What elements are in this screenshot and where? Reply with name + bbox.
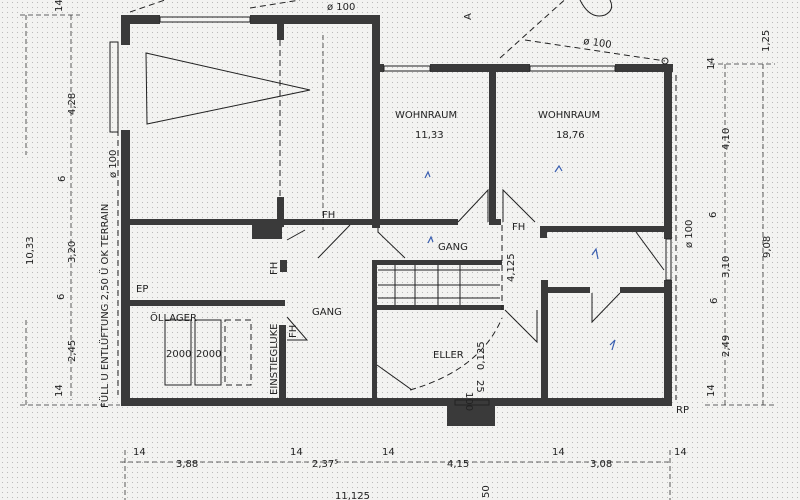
pipes [117,0,677,400]
rp-label: RP [676,405,689,416]
dim-right-t2: 14 [706,384,717,397]
fh-label-1: FH [322,210,335,221]
dim-bottom-extra: 50 [481,485,492,498]
doors [286,188,665,391]
dim-left-j1: 6 [57,176,68,182]
dim-bottom-1: 3,88 [176,459,198,470]
dim-left-total: 10,33 [25,236,36,265]
dim-left-t1: 14 [54,0,65,12]
stair-width-label: 4,125 [506,253,517,282]
pipe-label-top: ø 100 [327,2,355,13]
dim-left-1: 4,28 [67,93,78,115]
dim-left-3: 2,45 [67,340,78,362]
windows [109,16,672,406]
fill-vent-note: FÜLL U ENTLÜFTUNG 2,50 Ü OK TERRAIN [98,204,111,408]
dim-bottom-2: 2,37⁵ [312,459,338,470]
dim-bottom-3: 4,15 [447,459,469,470]
room-label-gang-upper: GANG [438,242,468,253]
slope-label: 0,125 [476,341,487,370]
section-mark: A [463,13,474,20]
fh-label-4: FH [288,325,299,338]
dim-bottom-total: 11,125 [335,491,370,500]
dim-right-j1: 6 [708,212,719,218]
dim-right-2: 3,10 [721,256,732,278]
dim-left-2: 3,20 [67,241,78,263]
fh-label-3: FH [269,262,280,275]
dim-bottom-t1: 14 [133,447,146,458]
dim-right-j2: 6 [709,298,720,304]
dim-right-top: 1,25 [761,30,772,52]
pipe-keller-label-2: 25 [474,380,485,393]
einstiegluke-label: EINSTIEGLUKE [269,324,280,396]
dim-right-1: 4,10 [721,128,732,150]
room-label-wohnraum-2: WOHNRAUM [538,110,600,121]
dimension-lines [20,14,775,500]
room-label-wohnraum-1: WOHNRAUM [395,110,457,121]
room-area-wohnraum-1: 11,33 [415,130,444,141]
dim-left-t2: 14 [54,384,65,397]
dim-bottom-t4: 14 [552,447,565,458]
dim-right-t1: 14 [706,57,717,70]
walls [121,15,673,426]
tank-label-1: 2000 [166,349,191,360]
pipe-label-top-right: ø 100 [583,36,613,51]
dim-bottom-4: 3,08 [590,459,612,470]
ep-label: EP [136,284,148,295]
handwritten-marks [424,164,616,351]
dim-bottom-t3: 14 [382,447,395,458]
pipe-label-left: ø 100 [108,150,119,178]
dim-bottom-t5: 14 [674,447,687,458]
pipe-keller-label: 100 [463,392,474,411]
fh-label-2: FH [512,222,525,233]
stairs [378,225,503,310]
dim-bottom-t2: 14 [290,447,303,458]
tank-label-2: 2000 [196,349,221,360]
oil-tanks [164,319,252,386]
dim-right-3: 2,49 [721,335,732,357]
room-label-oellager: ÖLLAGER [150,311,197,324]
pipe-label-right: ø 100 [684,220,695,248]
dim-right-total: 9,08 [762,236,773,258]
room-label-gang-lower: GANG [312,307,342,318]
triangle-symbol [145,52,311,125]
dim-left-j2: 6 [56,294,67,300]
room-label-keller: ELLER [433,350,464,361]
room-area-wohnraum-2: 18,76 [556,130,585,141]
